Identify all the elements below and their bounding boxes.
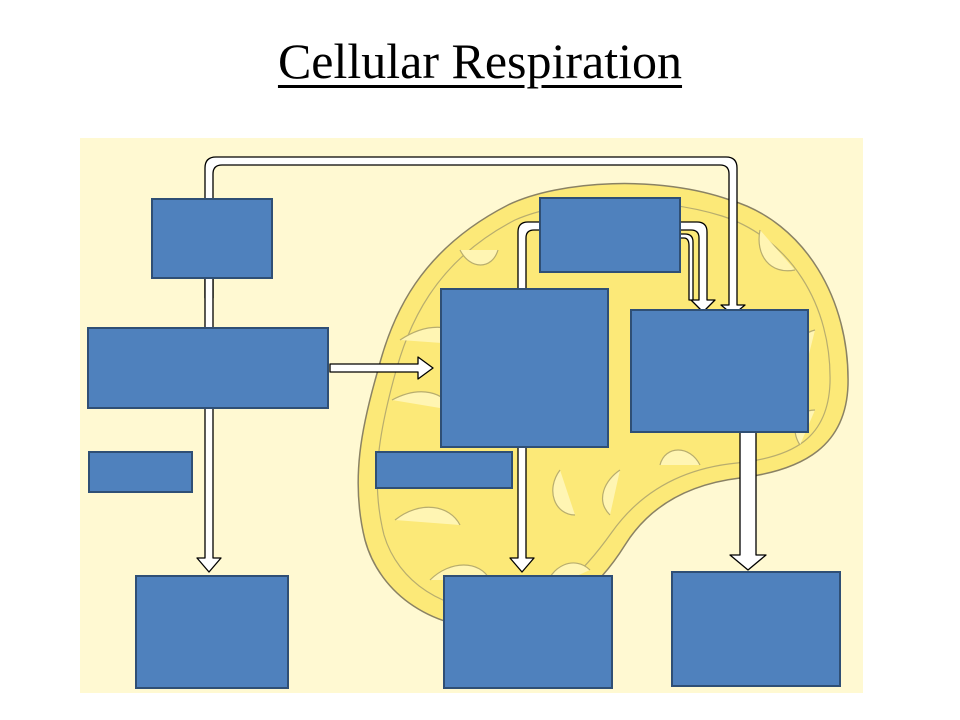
box-atp-glycolysis (135, 575, 289, 689)
arrow-glycolysis-to-krebs (329, 356, 434, 380)
crista (552, 469, 576, 516)
crista (659, 449, 701, 466)
box-oxygen (539, 197, 681, 273)
crista (602, 469, 621, 516)
box-mitochondrion-label (375, 451, 513, 489)
box-glycolysis (87, 327, 329, 409)
box-krebs-cycle (440, 288, 609, 448)
box-atp-electron-transport (671, 571, 841, 687)
arrow-electron-transport-to-atp (729, 431, 767, 571)
boxes (87, 197, 841, 689)
arrow-oxygen-to-electron-transport (679, 221, 716, 313)
box-cytoplasm-label (88, 451, 193, 493)
crista (758, 229, 796, 272)
page-title: Cellular Respiration (277, 33, 683, 89)
box-glucose (151, 198, 273, 279)
crista (459, 249, 499, 266)
box-electron-transport (630, 309, 809, 433)
crista (394, 506, 461, 526)
arrow-glycolysis-to-atp (196, 277, 222, 573)
box-atp-krebs (443, 575, 613, 689)
arrow-oxygen-to-electron-transport-inner (679, 233, 694, 301)
